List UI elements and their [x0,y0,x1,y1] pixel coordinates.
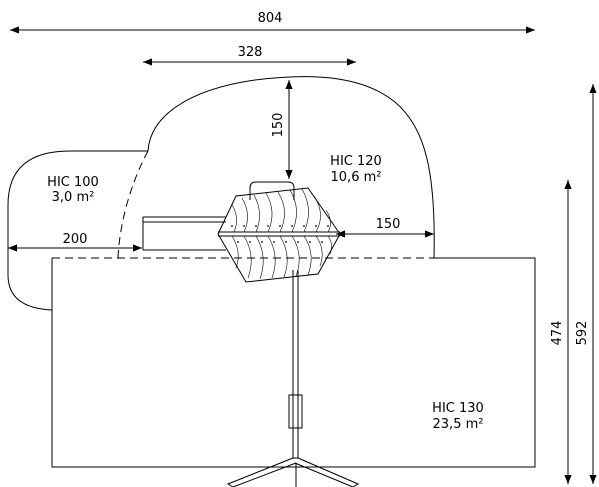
pole [288,270,303,458]
zone-hic120-area: 10,6 m² [331,170,382,185]
dim-474-label: 474 [550,321,565,346]
zone-hic100-area: 3,0 m² [52,190,95,205]
zone-hic130-area: 23,5 m² [433,417,484,432]
platform [142,216,226,251]
dim-200-label: 200 [63,232,88,247]
dim-328-label: 328 [238,45,263,60]
tripod-base [226,457,360,487]
zone-hic130 [51,257,536,468]
dim-150-horizontal-label: 150 [376,217,401,232]
dim-804-label: 804 [258,11,283,26]
hex-equipment [217,187,341,283]
zone-hic100-outline [7,150,148,311]
zone-hic130-outline [51,257,536,468]
zone-hic120-outline [147,76,435,259]
dim-150-vertical-label: 150 [271,113,286,138]
zone-hic120-name: HIC 120 [330,154,382,169]
zone-hic100-name: HIC 100 [47,175,99,190]
handle [249,181,295,200]
dim-592-label: 592 [575,321,590,346]
zone-hic130-name: HIC 130 [432,401,484,416]
